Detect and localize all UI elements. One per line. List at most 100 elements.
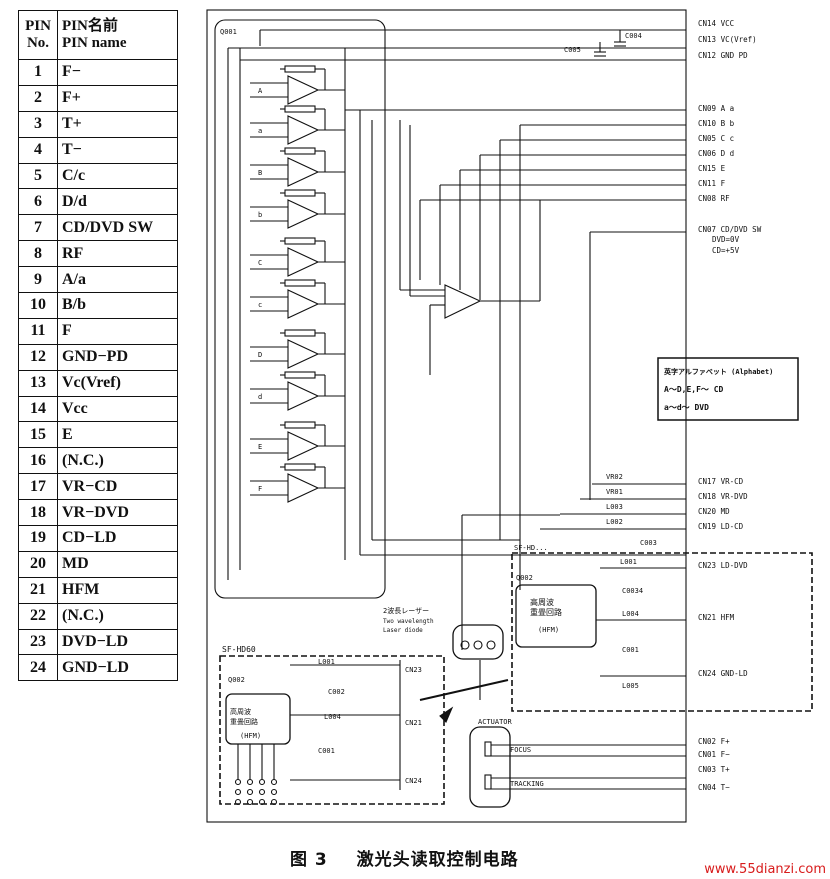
pin-name: DVD−LD: [57, 628, 178, 656]
c003-label: C003: [640, 539, 657, 547]
legend-box: [657, 357, 799, 421]
pin-name: F−: [57, 59, 178, 86]
focus-label: FOCUS: [510, 746, 531, 754]
legend-line1: 英字アルファベット (Alphabet): [663, 367, 773, 376]
hd60-box: [219, 655, 445, 805]
connector-label: CN19 LD-CD: [698, 522, 744, 531]
amp-label: C: [258, 259, 262, 267]
laser-en1-label: Two wavelength: [383, 618, 434, 625]
figure-caption: 图 3 激光头读取控制电路: [290, 845, 519, 870]
connector-label: CN11 F: [698, 179, 726, 188]
pin-name: F: [57, 317, 178, 345]
hd60-l004-label: L004: [324, 713, 341, 721]
tracking-coil: [484, 774, 492, 790]
photodiode-ic: [214, 19, 386, 599]
l004-label: L004: [622, 610, 639, 618]
pin-row: 22(N.C.): [18, 602, 178, 630]
connector-label: CN17 VR-CD: [698, 477, 744, 486]
tracking-label: TRACKING: [510, 780, 544, 788]
pin-no: 23: [18, 628, 58, 656]
connector-label: CN04 T−: [698, 783, 730, 792]
amp-label: b: [258, 211, 262, 219]
pin-no: 20: [18, 550, 58, 578]
l003-label: L003: [606, 503, 623, 511]
pin-name: HFM: [57, 576, 178, 604]
op-amp: C: [250, 237, 345, 277]
l001-label: L001: [620, 558, 637, 566]
connector-label: CN14 VCC: [698, 19, 734, 28]
connector-label: CN03 T+: [698, 765, 730, 774]
op-amp: d: [250, 371, 345, 411]
connector-label: CN08 RF: [698, 194, 730, 203]
hd60-pins: [234, 744, 278, 806]
c0034-label: C0034: [622, 587, 643, 595]
pin-no: 16: [18, 447, 58, 475]
c005-label: C005: [564, 46, 581, 54]
l002-label: L002: [606, 518, 623, 526]
op-amp: D: [250, 329, 345, 369]
pin-name: MD: [57, 550, 178, 578]
pin-no: 21: [18, 576, 58, 604]
pin-name: GND−LD: [57, 654, 178, 682]
l005-label: L005: [622, 682, 639, 690]
q002-label: Q002: [516, 574, 533, 582]
amp-label: D: [258, 351, 262, 359]
laser-jp-label: 2波長レーザー: [383, 606, 429, 615]
hd-dvd-title: SF-HD...: [514, 544, 548, 552]
bus-lines: [227, 29, 686, 580]
laser-en2-label: Laser diode: [383, 627, 423, 634]
hfm-block: [515, 584, 597, 648]
pin-name: T−: [57, 136, 178, 164]
amp-label: B: [258, 169, 262, 177]
amp-label: E: [258, 443, 262, 451]
pin-name: T+: [57, 110, 178, 138]
hd60-c001-label: C001: [318, 747, 335, 755]
legend-line2: A〜D,E,F〜 CD: [664, 385, 724, 394]
pin-name: CD/DVD SW: [57, 214, 178, 242]
hd-dvd-box: [511, 552, 813, 712]
connector-label: CN06 D d: [698, 149, 734, 158]
connector-label: CN23 LD-DVD: [698, 561, 748, 570]
figure-number: 图 3: [290, 850, 328, 870]
lower-bus: [360, 483, 686, 700]
connector-label: CD=+5V: [712, 246, 740, 255]
connector-label: CN05 C c: [698, 134, 734, 143]
amp-label: F: [258, 485, 262, 493]
connector-label: CN01 F−: [698, 750, 730, 759]
op-amp: F: [250, 463, 345, 503]
pin-no: 19: [18, 525, 58, 552]
pin-no: 14: [18, 395, 58, 423]
hd60-c002-label: C002: [328, 688, 345, 696]
pin-name: Vcc: [57, 395, 178, 423]
pin-name: D/d: [57, 188, 178, 216]
c001-label: C001: [622, 646, 639, 654]
pin-no: 13: [18, 369, 58, 397]
hd60-title: SF-HD60: [222, 645, 256, 654]
op-amp: a: [250, 105, 345, 145]
hd60-cn23-label: CN23: [405, 666, 422, 674]
pin-name: VR−DVD: [57, 499, 178, 527]
amp-label: c: [258, 301, 262, 309]
pin-no: 3: [18, 110, 58, 138]
hd60-hfm-jp: 高周波重畳回路: [230, 707, 258, 726]
focus-coil: [484, 741, 492, 757]
connector-label: DVD=0V: [712, 235, 740, 244]
connector-label: CN21 HFM: [698, 613, 735, 622]
pin-no: 6: [18, 188, 58, 216]
connector-label: CN12 GND PD: [698, 51, 748, 60]
pin-no: 9: [18, 266, 58, 294]
op-amp: b: [250, 189, 345, 229]
